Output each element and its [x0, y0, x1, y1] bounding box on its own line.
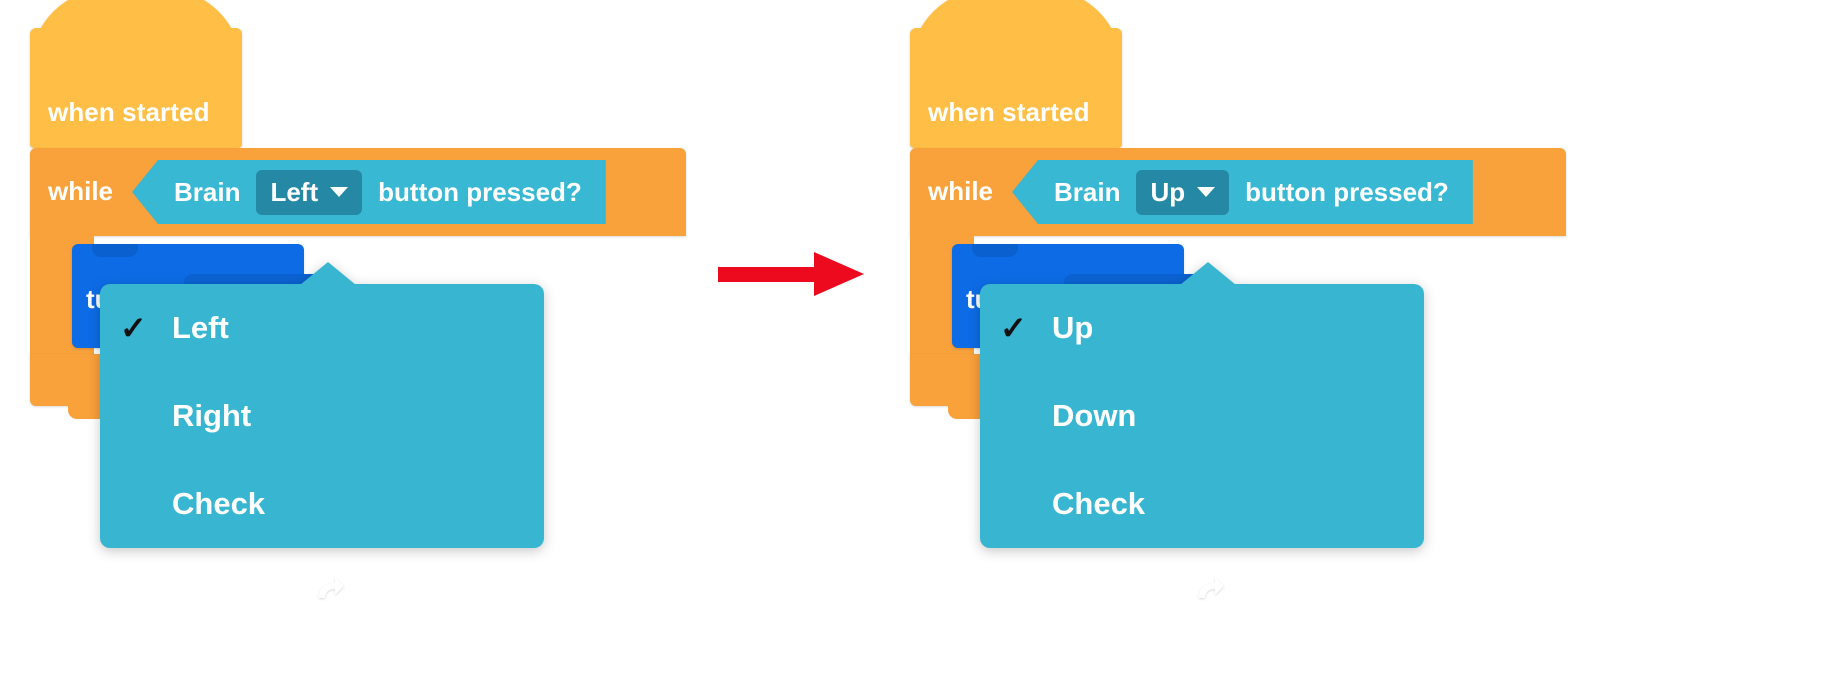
checkmark-icon: ✓ — [1000, 310, 1027, 346]
hat-block-cap — [30, 0, 242, 68]
brain-button-dropdown[interactable]: Left — [256, 169, 363, 215]
right-arrow-icon — [718, 248, 868, 300]
dropdown-menu-item[interactable]: Right — [100, 372, 544, 460]
dropdown-menu-item-label: Right — [172, 398, 252, 433]
condition-trail-label: button pressed? — [378, 176, 582, 207]
checkmark-icon: ✓ — [120, 310, 147, 346]
motion-block-notch — [972, 244, 1018, 257]
chevron-down-icon — [1197, 187, 1216, 197]
dropdown-menu-item-label: Check — [1052, 486, 1146, 521]
dropdown-menu-before[interactable]: ✓ Left Right Check — [100, 262, 544, 548]
dropdown-menu-item-label: Left — [172, 310, 229, 345]
dropdown-menu-item[interactable]: ✓ Up — [980, 284, 1424, 372]
dropdown-menu-item-label: Down — [1052, 398, 1137, 433]
hat-block-cap — [910, 0, 1122, 68]
brain-button-dropdown-value: Up — [1150, 176, 1186, 207]
hat-block-label: when started — [928, 97, 1090, 127]
dropdown-menu-item[interactable]: Down — [980, 372, 1424, 460]
loop-block-notch — [68, 148, 116, 161]
hat-block-label: when started — [48, 97, 210, 127]
condition-trail-label: button pressed? — [1245, 176, 1449, 207]
condition-lead-label: Brain — [174, 176, 241, 207]
loop-block-label: while — [48, 176, 114, 206]
dropdown-menu-item[interactable]: ✓ Left — [100, 284, 544, 372]
boolean-reporter-brain-button-pressed[interactable]: Brain Up button pressed? — [1012, 160, 1473, 224]
hat-block-when-started[interactable]: when started — [30, 0, 242, 148]
motion-block-notch — [92, 244, 138, 257]
condition-lead-label: Brain — [1054, 176, 1121, 207]
dropdown-menu-item-label: Up — [1052, 310, 1094, 345]
dropdown-menu-after[interactable]: ✓ Up Down Check — [980, 262, 1424, 548]
boolean-reporter-brain-button-pressed[interactable]: Brain Left button pressed? — [132, 160, 606, 224]
brain-button-dropdown[interactable]: Up — [1136, 169, 1230, 215]
dropdown-menu-pointer — [1180, 262, 1236, 285]
loop-block-label: while — [928, 176, 994, 206]
loop-block-notch — [948, 148, 996, 161]
hat-block-when-started[interactable]: when started — [910, 0, 1122, 148]
dropdown-menu-item-label: Check — [172, 486, 266, 521]
dropdown-menu-item[interactable]: Check — [100, 460, 544, 548]
brain-button-dropdown-value: Left — [270, 176, 319, 207]
loop-block-top: while Brain Left button pressed? — [30, 148, 686, 236]
dropdown-menu-item[interactable]: Check — [980, 460, 1424, 548]
panel-after: when started while Brain Up button press… — [890, 0, 1650, 698]
loop-back-arrow-icon — [314, 574, 344, 602]
loop-block-top: while Brain Up button pressed? — [910, 148, 1566, 236]
panel-before: when started while Brain Left button pre… — [10, 0, 770, 698]
chevron-down-icon — [330, 187, 349, 197]
dropdown-menu-pointer — [300, 262, 356, 285]
loop-back-arrow-icon — [1194, 574, 1224, 602]
